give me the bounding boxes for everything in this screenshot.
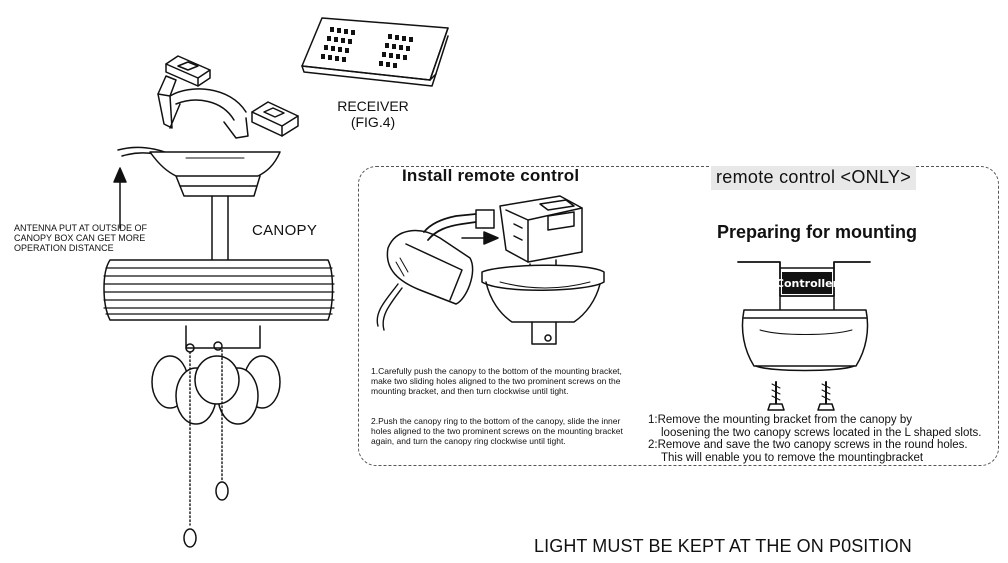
prep-step-1-cont: loosening the two canopy screws located … <box>661 426 982 439</box>
mounting-bracket-icon <box>157 55 299 139</box>
controller-label: Controller <box>776 277 839 290</box>
instruction-panel <box>358 166 999 466</box>
mounting-prep-illustration <box>737 261 871 411</box>
install-step-2: 2.Push the canopy ring to the bottom of … <box>371 416 623 446</box>
prep-step-2: 2:Remove and save the two canopy screws … <box>648 439 968 452</box>
canopy-label: CANOPY <box>252 222 318 239</box>
install-illustration <box>376 195 605 345</box>
prep-step-2-cont: This will enable you to remove the mount… <box>661 451 924 464</box>
install-title: Install remote control <box>402 166 580 185</box>
receiver-title: RECEIVER <box>337 98 409 114</box>
remote-only-badge: remote control <ONLY> <box>711 166 917 190</box>
antenna-note: ANTENNA PUT AT OUTSIDE OF CANOPY BOX CAN… <box>14 223 148 253</box>
install-step-1: 1.Carefully push the canopy to the botto… <box>371 366 622 396</box>
receiver-label: RECEIVER (FIG.4) <box>318 98 428 130</box>
fan-motor-icon <box>103 259 335 349</box>
prep-title: Preparing for mounting <box>717 222 917 242</box>
light-kit-icon <box>151 341 281 425</box>
canopy-icon <box>149 151 281 261</box>
light-position-note: LIGHT MUST BE KEPT AT THE ON P0SITION <box>534 536 912 556</box>
prep-step-1: 1:Remove the mounting bracket from the c… <box>648 414 913 426</box>
prep-steps: 1:Remove the mounting bracket from the c… <box>648 414 982 464</box>
receiver-icon <box>301 17 449 87</box>
fig-reference: (FIG.4) <box>350 114 396 130</box>
